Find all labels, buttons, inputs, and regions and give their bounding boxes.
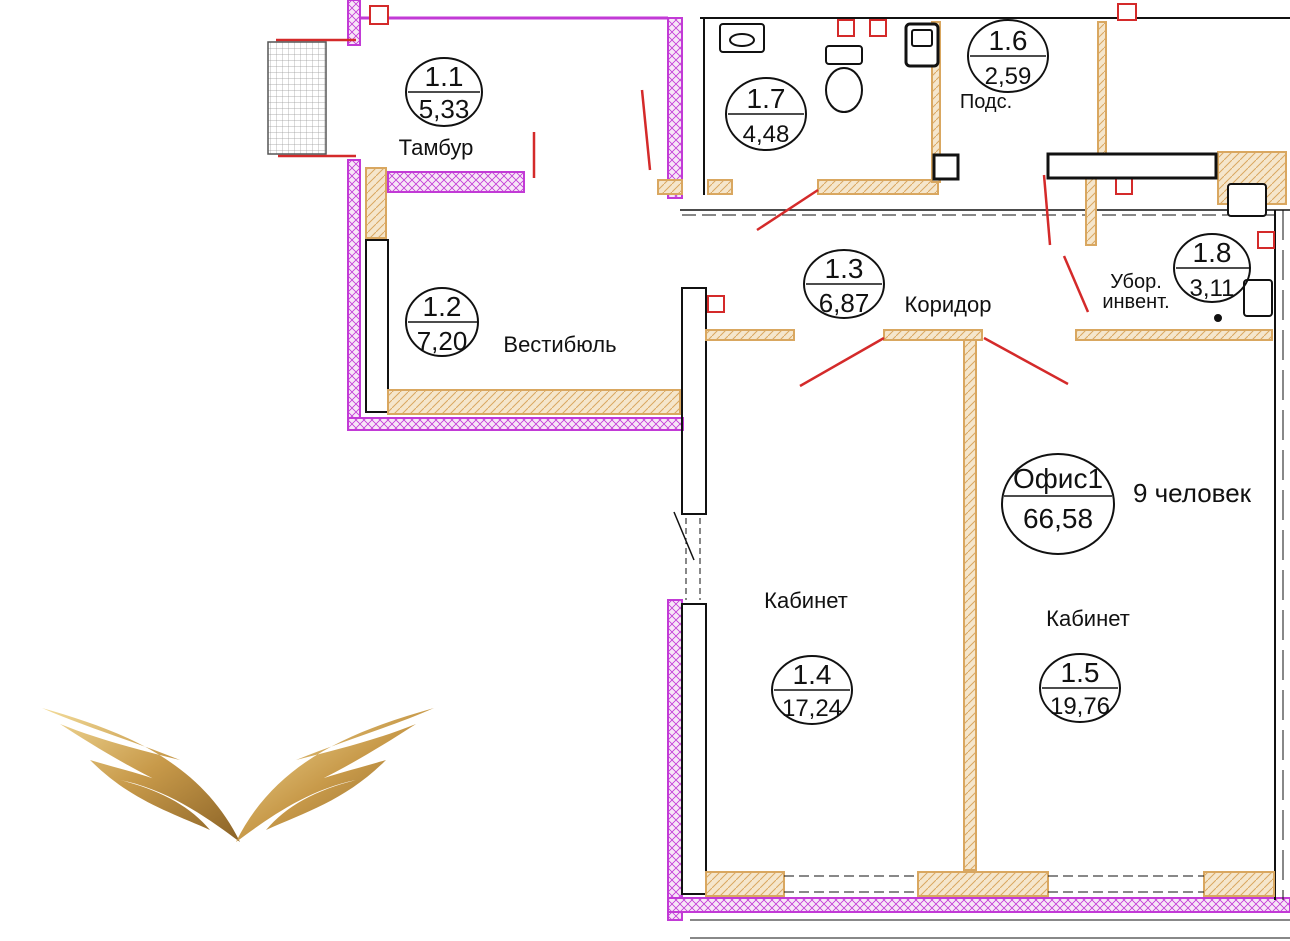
structure-lines <box>365 17 1290 939</box>
room-number: 1.3 <box>825 253 864 284</box>
room-area: 6,87 <box>819 288 870 318</box>
room-area: 4,48 <box>743 121 790 148</box>
office-summary: Офис1 66,58 9 человек <box>1001 453 1252 555</box>
utility-sink-icon <box>1227 183 1267 217</box>
office-area: 66,58 <box>1023 503 1093 534</box>
room-area: 19,76 <box>1050 693 1110 720</box>
window-lines <box>784 875 1204 893</box>
room-1-7: 1.7 4,48 <box>725 77 807 151</box>
room-1-2: 1.2 7,20 Вестибюль <box>405 287 617 357</box>
room-number: 1.7 <box>747 83 786 114</box>
room-name: Тамбур <box>399 135 474 160</box>
room-1-6: 1.6 2,59 Подс. <box>960 19 1049 113</box>
room-name: Подс. <box>960 91 1012 113</box>
room-1-3: 1.3 6,87 Коридор <box>803 249 992 319</box>
room-1-4: Кабинет 1.4 17,24 <box>764 588 853 725</box>
room-name-line1: Убор. <box>1110 271 1162 293</box>
golden-wings-icon <box>42 708 434 842</box>
entrance-grating <box>267 41 327 155</box>
room-area: 7,20 <box>417 326 468 356</box>
room-name: Кабинет <box>764 588 848 613</box>
room-area: 17,24 <box>782 695 842 722</box>
room-number: 1.6 <box>989 25 1028 56</box>
room-name: Вестибюль <box>503 332 616 357</box>
room-name: Кабинет <box>1046 606 1130 631</box>
room-number: 1.1 <box>425 61 464 92</box>
room-name-line2: инвент. <box>1102 291 1169 313</box>
toilet-icon <box>825 45 863 65</box>
doors <box>276 38 1090 388</box>
room-area: 2,59 <box>985 63 1032 90</box>
bathroom-fixtures <box>719 22 1273 322</box>
office-name: Офис1 <box>1013 463 1103 494</box>
ventilation-markers <box>369 3 1275 313</box>
room-number: 1.5 <box>1061 657 1100 688</box>
room-1-5: Кабинет 1.5 19,76 <box>1039 606 1130 723</box>
office-capacity: 9 человек <box>1133 478 1252 508</box>
room-name: Коридор <box>905 292 992 317</box>
room-area: 5,33 <box>419 94 470 124</box>
room-number: 1.4 <box>793 659 832 690</box>
room-1-8: 1.8 3,11 Убор. инвент. <box>1102 233 1251 313</box>
kitchen-counter-icon <box>1046 152 1218 180</box>
room-number: 1.2 <box>423 291 462 322</box>
room-1-1: 1.1 5,33 Тамбур <box>399 57 483 160</box>
room-number: 1.8 <box>1193 237 1232 268</box>
exterior-walls <box>347 0 1290 921</box>
partitions <box>365 21 1287 897</box>
room-area: 3,11 <box>1190 275 1235 302</box>
